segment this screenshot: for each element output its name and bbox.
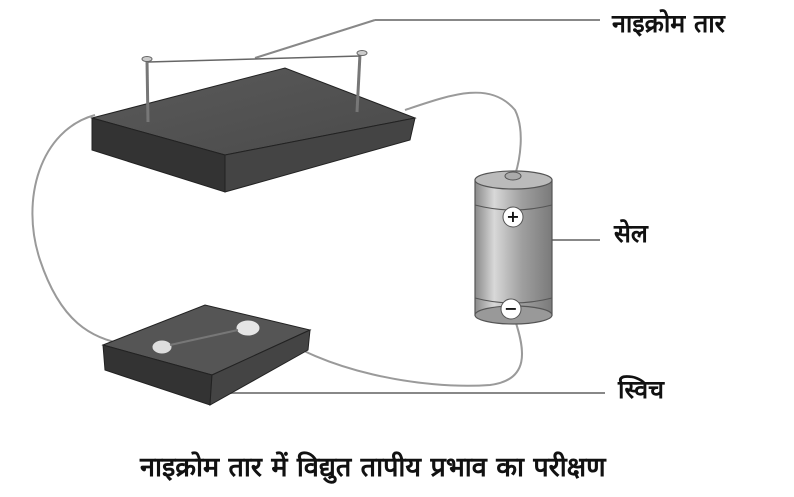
nichrome-wire <box>147 55 361 63</box>
svg-text:+: + <box>506 207 519 226</box>
switch-contact-left <box>151 339 173 355</box>
cell: + − <box>474 170 553 325</box>
label-switch: स्विच <box>618 375 664 404</box>
negative-terminal-icon <box>500 298 522 320</box>
wooden-board <box>90 67 417 193</box>
svg-text:−: − <box>504 299 517 318</box>
nails <box>141 50 368 123</box>
positive-terminal-icon <box>502 206 524 228</box>
diagram-caption: नाइक्रोम तार में विद्युत तापीय प्रभाव का… <box>140 452 606 483</box>
switch-contact-right <box>235 319 261 337</box>
label-cell: सेल <box>614 219 648 248</box>
leader-lines <box>230 19 605 394</box>
connecting-wires <box>31 91 524 387</box>
switch <box>101 304 312 406</box>
label-nichrome-wire: नाइक्रोम तार <box>612 9 725 38</box>
